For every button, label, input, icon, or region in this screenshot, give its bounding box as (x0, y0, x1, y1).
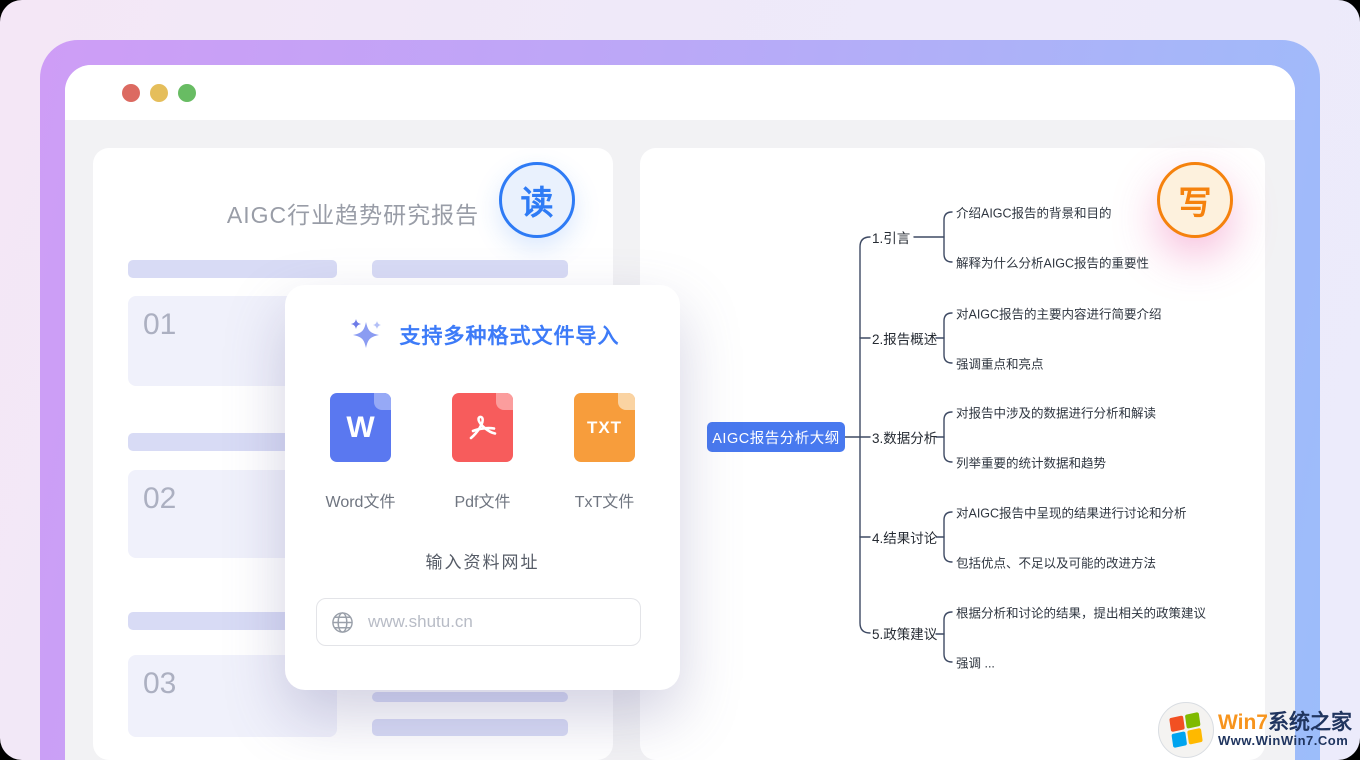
url-input[interactable] (366, 611, 620, 633)
modal-title: 支持多种格式文件导入 (399, 325, 620, 348)
placeholder-bar (372, 260, 568, 278)
watermark-brand-suffix: 系统之家 (1267, 711, 1352, 735)
mindmap-leaf[interactable]: 强调重点和亮点 (956, 357, 1044, 372)
mindmap-panel: 写 (640, 148, 1265, 760)
mindmap-leaf[interactable]: 对AIGC报告中呈现的结果进行讨论和分析 (956, 506, 1187, 521)
mindmap-leaf[interactable]: 列举重要的统计数据和趋势 (956, 456, 1107, 471)
url-entry-label: 输入资料网址 (425, 553, 540, 572)
globe-icon (332, 611, 353, 633)
maximize-window-button[interactable] (178, 83, 196, 102)
pdf-file-option[interactable]: Pdf文件 (447, 393, 519, 512)
section-number: 02 (143, 482, 177, 515)
mindmap-branch[interactable]: 1.引言 (872, 231, 911, 246)
close-window-button[interactable] (122, 83, 140, 102)
browser-window: AIGC行业趋势研究报告 读 01 02 03 写 (65, 65, 1295, 760)
windows-logo-icon (1158, 702, 1214, 758)
word-file-label: Word文件 (325, 494, 396, 511)
watermark-logo: Win7系统之家 Www.WinWin7.Com (1158, 702, 1352, 758)
mindmap-leaf[interactable]: 解释为什么分析AIGC报告的重要性 (956, 256, 1150, 271)
read-badge[interactable]: 读 (499, 162, 575, 238)
mindmap-leaf[interactable]: 根据分析和讨论的结果，提出相关的政策建议 (956, 606, 1207, 621)
mindmap-leaf[interactable]: 强调 ... (956, 656, 995, 671)
placeholder-bar (372, 719, 568, 736)
section-number: 03 (143, 667, 177, 700)
txt-file-label: TxT文件 (574, 494, 635, 511)
watermark-text: Win7系统之家 Www.WinWin7.Com (1218, 711, 1352, 748)
minimize-window-button[interactable] (150, 83, 168, 102)
mindmap-leaf[interactable]: 介绍AIGC报告的背景和目的 (956, 206, 1112, 221)
watermark-brand-prefix: Win7 (1218, 711, 1268, 735)
txt-file-option[interactable]: TXT TxT文件 (569, 393, 641, 512)
sparkle-icon (350, 319, 381, 348)
mindmap-root-node[interactable]: AIGC报告分析大纲 (707, 422, 845, 452)
mindmap-branch[interactable]: 4.结果讨论 (872, 531, 938, 546)
mindmap-connector-lines (844, 211, 953, 663)
placeholder-bar (128, 260, 337, 278)
file-type-row: W Word文件 Pdf文件 TXT (285, 393, 680, 512)
txt-file-icon: TXT (574, 393, 635, 462)
pdf-glyph-icon (469, 415, 496, 439)
section-number: 01 (143, 308, 177, 341)
placeholder-bar (128, 612, 337, 630)
mindmap-leaf[interactable]: 对报告中涉及的数据进行分析和解读 (956, 406, 1157, 421)
placeholder-bar (128, 433, 337, 451)
import-modal: 支持多种格式文件导入 W Word文件 Pdf文件 (285, 285, 680, 690)
window-titlebar (65, 65, 1295, 120)
placeholder-bar (372, 692, 568, 702)
url-input-box (316, 598, 641, 646)
mindmap-branch[interactable]: 3.数据分析 (872, 431, 938, 446)
modal-header: 支持多种格式文件导入 (285, 315, 680, 355)
word-file-option[interactable]: W Word文件 (325, 393, 397, 512)
watermark-url: Www.WinWin7.Com (1218, 733, 1349, 749)
write-badge[interactable]: 写 (1157, 162, 1233, 238)
word-file-icon: W (330, 393, 391, 462)
mindmap-branch[interactable]: 5.政策建议 (872, 627, 938, 642)
mindmap-branch[interactable]: 2.报告概述 (872, 332, 938, 347)
pdf-file-icon (452, 393, 513, 462)
mindmap-leaf[interactable]: 对AIGC报告的主要内容进行简要介绍 (956, 307, 1162, 322)
report-title: AIGC行业趋势研究报告 (226, 202, 480, 228)
pdf-file-label: Pdf文件 (454, 494, 511, 511)
mindmap-leaf[interactable]: 包括优点、不足以及可能的改进方法 (956, 556, 1157, 571)
